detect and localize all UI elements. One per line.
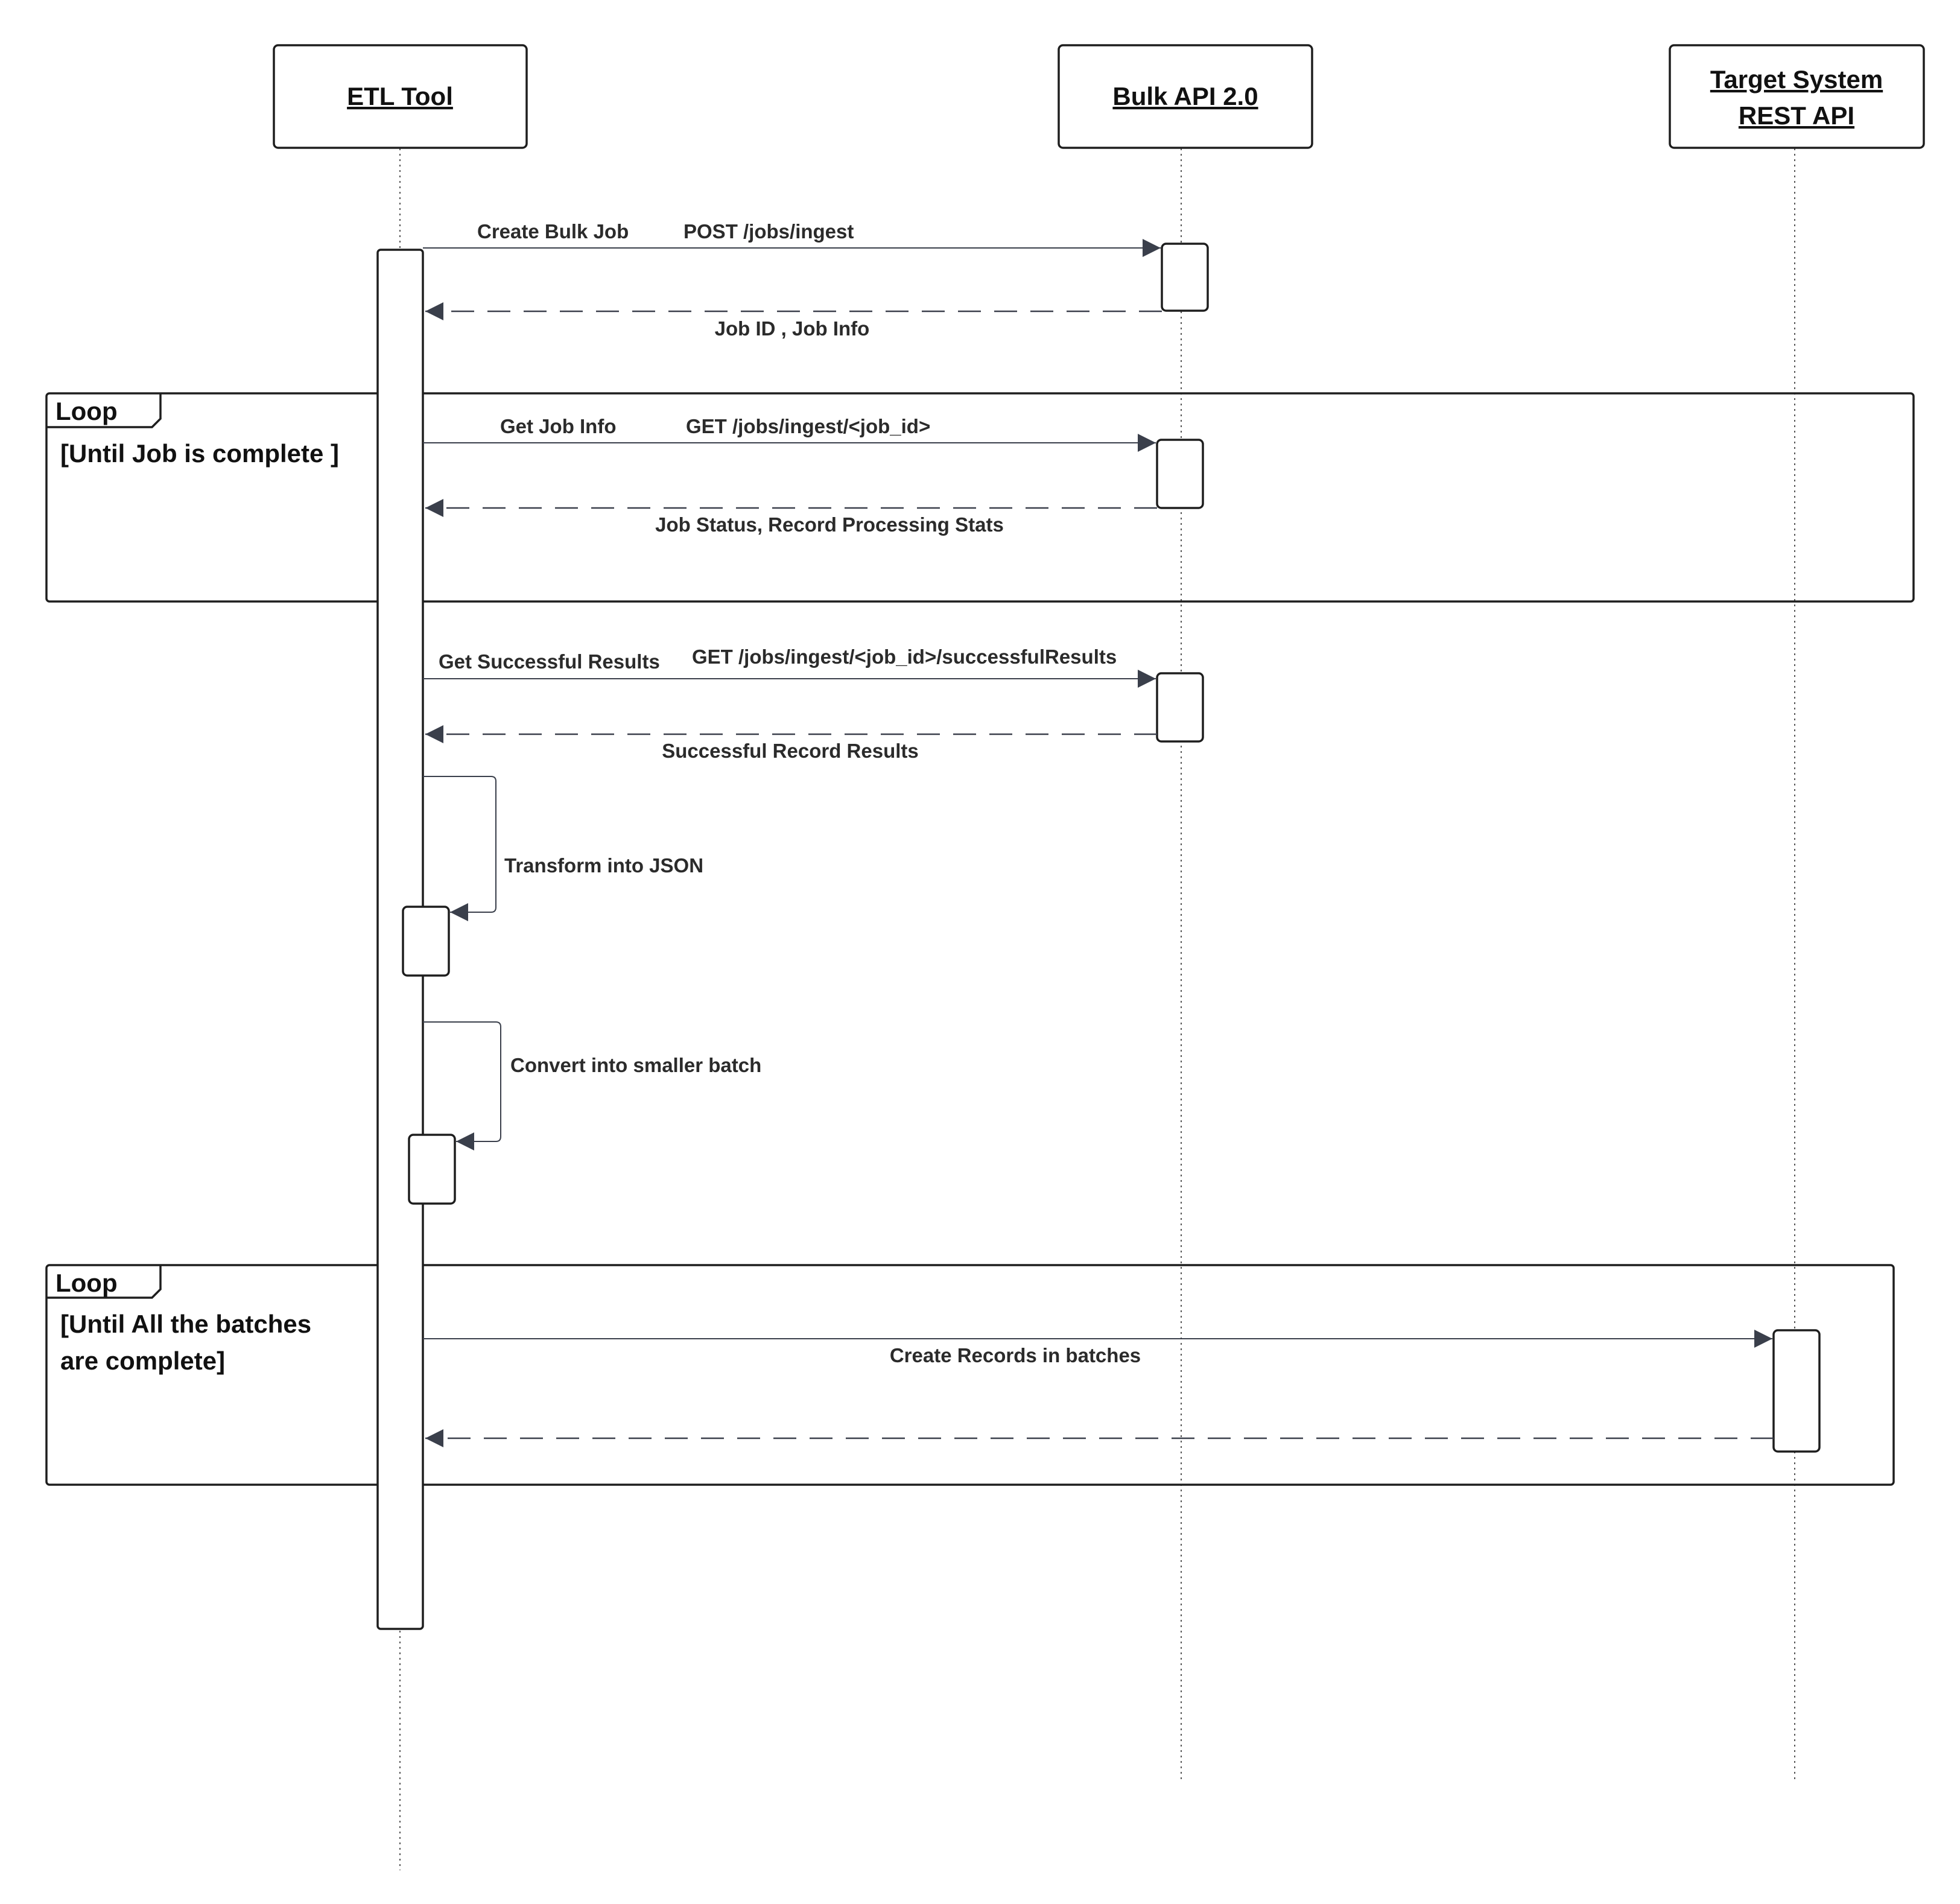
transform-self-arrow <box>423 776 496 921</box>
loop-guard: [Until Job is complete ] <box>60 439 339 468</box>
participant-target-system-label-line1: Target System <box>1710 65 1883 94</box>
create-records-label: Create Records in batches <box>890 1344 1141 1366</box>
create-job-reply-label: Job ID , Job Info <box>715 317 870 340</box>
loop-frame-job-poll: Loop [Until Job is complete ] <box>45 392 1915 603</box>
etl-activation-box <box>402 906 450 977</box>
create-job-endpoint: POST /jobs/ingest <box>683 220 854 243</box>
convert-self-arrow <box>423 1021 501 1150</box>
loop-frame-batches: Loop [Until All the batches are complete… <box>45 1264 1895 1486</box>
transform-label: Transform into JSON <box>504 854 703 877</box>
get-job-info-label: Get Job Info <box>500 415 617 437</box>
get-results-label: Get Successful Results <box>439 650 660 673</box>
participant-bulk-api-label: Bulk API 2.0 <box>1112 82 1258 110</box>
get-job-info-reply-label: Job Status, Record Processing Stats <box>655 513 1004 536</box>
loop-tag: Loop <box>56 397 118 425</box>
get-results-reply-label: Successful Record Results <box>662 740 919 762</box>
get-job-info-endpoint: GET /jobs/ingest/<job_id> <box>686 415 930 437</box>
get-results-endpoint: GET /jobs/ingest/<job_id>/successfulResu… <box>692 646 1117 668</box>
bulk-activation-box <box>1156 672 1204 743</box>
participant-etl-tool: ETL Tool <box>273 44 528 149</box>
convert-label: Convert into smaller batch <box>510 1054 761 1076</box>
loop-guard-line1: [Until All the batches <box>60 1310 311 1338</box>
participant-target-system: Target System REST API <box>1669 44 1925 149</box>
create-job-label: Create Bulk Job <box>477 220 629 243</box>
participant-etl-tool-label: ETL Tool <box>347 82 453 110</box>
participant-target-system-label-line2: REST API <box>1739 101 1854 130</box>
bulk-activation-box <box>1161 243 1209 312</box>
loop-tag: Loop <box>56 1269 118 1297</box>
bulk-activation-box <box>1156 439 1204 509</box>
loop-guard-line2: are complete] <box>60 1347 225 1375</box>
participant-bulk-api: Bulk API 2.0 <box>1058 44 1313 149</box>
etl-activation-box <box>408 1134 456 1205</box>
target-activation-box <box>1772 1329 1821 1453</box>
